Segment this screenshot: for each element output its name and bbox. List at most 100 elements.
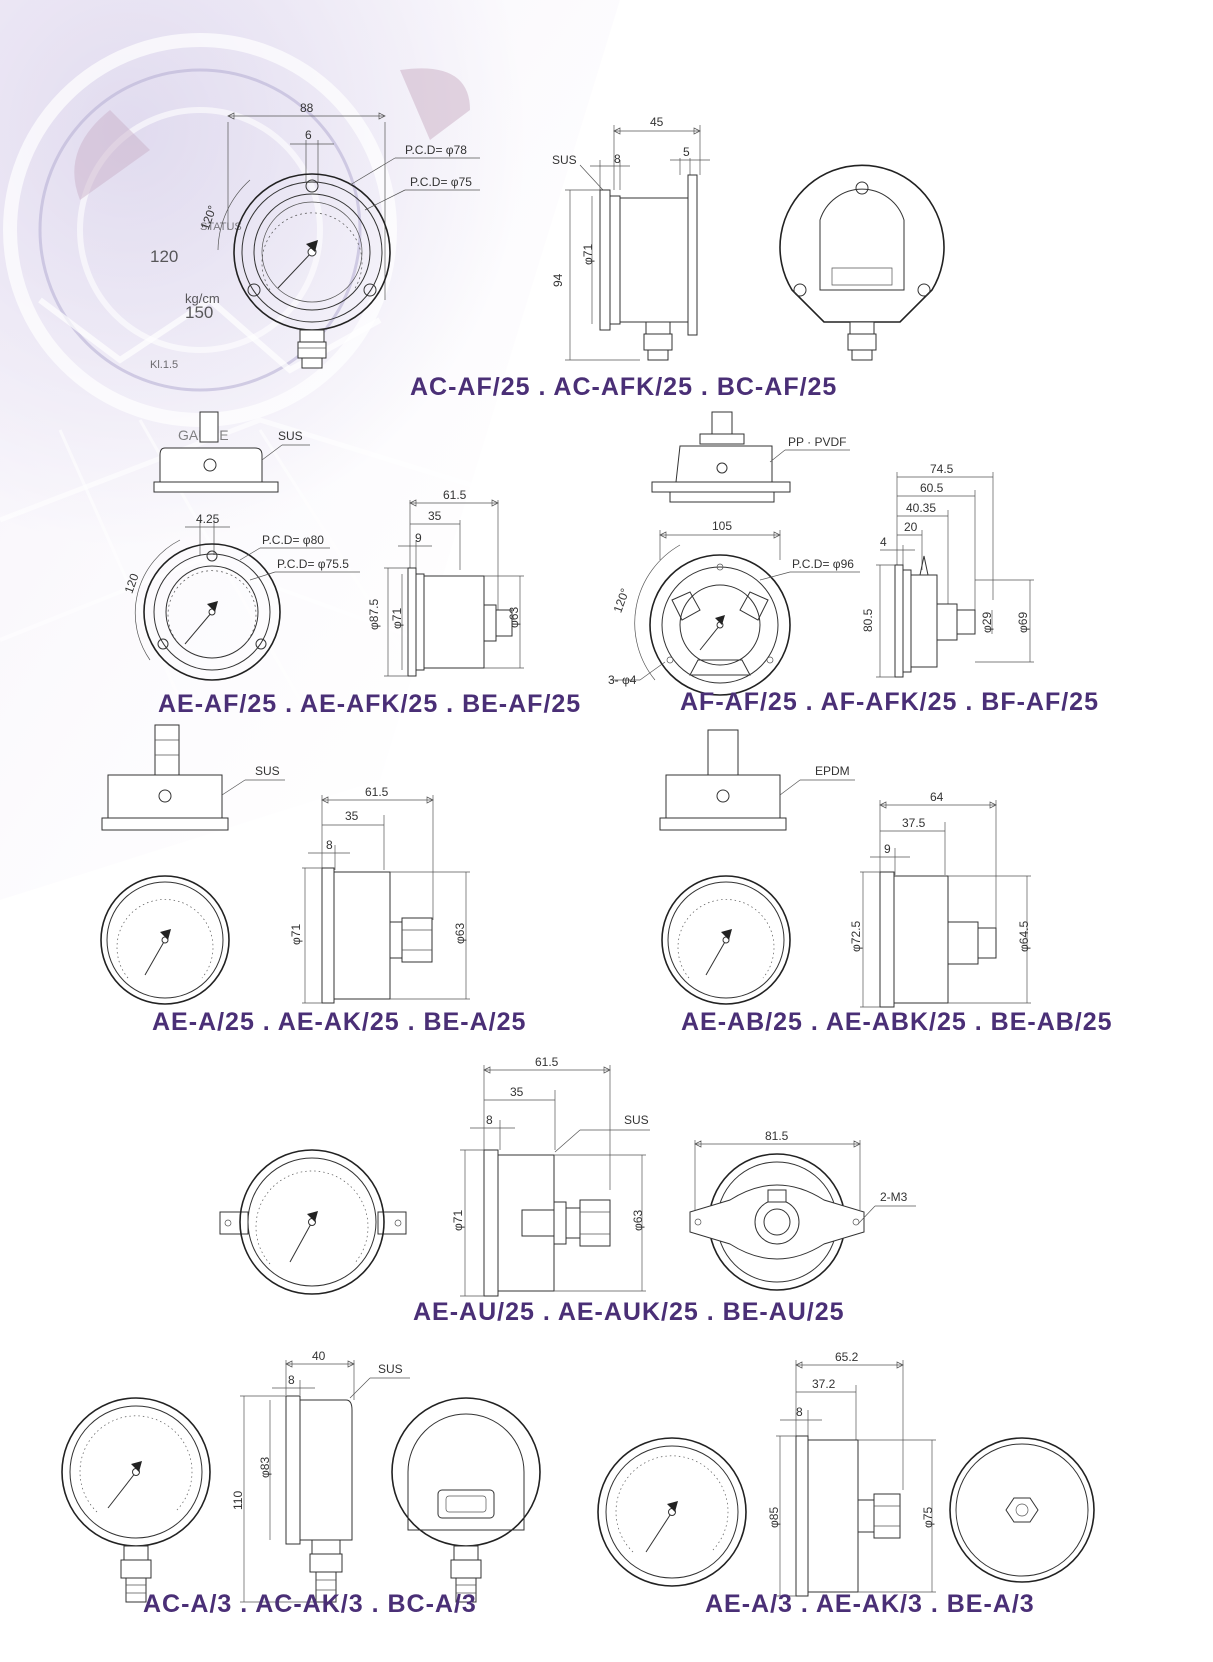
drawing-ae-a25-front xyxy=(100,875,230,1005)
drawing-ae-au25-front xyxy=(219,1149,407,1295)
dim-pcd-75-5: P.C.D= φ75.5 xyxy=(277,557,349,571)
dim-45: 45 xyxy=(650,115,664,129)
dim-105: 105 xyxy=(712,519,732,533)
dim-40-35: 40.35 xyxy=(906,501,936,515)
dim-88: 88 xyxy=(300,101,314,115)
model-caption-ae-af25: AE-AF/25 . AE-AFK/25 . BE-AF/25 xyxy=(158,690,582,718)
dim-phi-83: φ83 xyxy=(258,1457,272,1478)
label-epdm: EPDM xyxy=(815,764,850,778)
dim-81-5: 81.5 xyxy=(765,1129,789,1143)
dim-8: 8 xyxy=(326,838,333,852)
dim-65-2: 65.2 xyxy=(835,1350,859,1364)
drawing-ae-ab25-top: EPDM xyxy=(659,729,855,831)
dim-74-5: 74.5 xyxy=(930,462,954,476)
dim-94: 94 xyxy=(551,273,565,287)
dim-120-degree: 120° xyxy=(611,586,633,614)
dim-pcd-80: P.C.D= φ80 xyxy=(262,533,324,547)
dim-61-5: 61.5 xyxy=(535,1055,559,1069)
dim-4: 4 xyxy=(880,535,887,549)
dim-2-m3: 2-M3 xyxy=(880,1190,908,1204)
drawing-ae-a3-front xyxy=(597,1437,747,1587)
dim-phi-71: φ71 xyxy=(289,924,303,945)
dim-phi-71: φ71 xyxy=(390,608,404,629)
label-sus: SUS xyxy=(552,153,577,167)
dim-35: 35 xyxy=(510,1085,524,1099)
label-sus: SUS xyxy=(378,1362,403,1376)
drawing-af-af25-top: PP · PVDF xyxy=(651,411,850,503)
model-caption-ac-af25: AC-AF/25 . AC-AFK/25 . BC-AF/25 xyxy=(410,373,838,401)
dim-phi-69: φ69 xyxy=(1016,612,1030,633)
background-dial-number: 120 xyxy=(150,247,178,266)
model-caption-ac-a3: AC-A/3 . AC-AK/3 . BC-A/3 xyxy=(143,1590,477,1618)
dim-61-5: 61.5 xyxy=(443,488,467,502)
dim-20: 20 xyxy=(904,520,918,534)
dim-3-holes-phi-4: 3- φ4 xyxy=(608,673,637,687)
background-dial-number: 150 xyxy=(185,303,213,322)
drawing-ae-af25-top: SUS xyxy=(153,411,310,493)
drawing-ae-ab25-side: 64 37.5 9 φ72.5 φ64.5 xyxy=(849,790,1031,1008)
drawing-ac-a3-side: 40 8 SUS 110 φ83 xyxy=(231,1349,410,1603)
dim-phi-71: φ71 xyxy=(581,244,595,265)
dim-35: 35 xyxy=(428,509,442,523)
dim-37-5: 37.5 xyxy=(902,816,926,830)
dim-8: 8 xyxy=(288,1373,295,1387)
dim-64: 64 xyxy=(930,790,944,804)
dim-61-5: 61.5 xyxy=(365,785,389,799)
drawing-af-af25-side: 74.5 60.5 40.35 20 4 80.5 φ29 φ69 xyxy=(861,462,1034,678)
drawing-ac-a3-back xyxy=(391,1397,541,1603)
dim-phi-72-5: φ72.5 xyxy=(849,921,863,952)
dim-phi-63: φ63 xyxy=(631,1210,645,1231)
dim-phi-87-5: φ87.5 xyxy=(367,599,381,630)
label-sus: SUS xyxy=(255,764,280,778)
dim-35: 35 xyxy=(345,809,359,823)
label-pp-pvdf: PP · PVDF xyxy=(788,435,846,449)
dim-phi-64-5: φ64.5 xyxy=(1017,921,1031,952)
dim-phi-63: φ63 xyxy=(507,607,521,628)
dim-4-25: 4.25 xyxy=(196,512,220,526)
drawing-ae-a3-back xyxy=(949,1437,1095,1583)
dim-pcd-96: P.C.D= φ96 xyxy=(792,557,854,571)
dim-5: 5 xyxy=(683,145,690,159)
dim-40: 40 xyxy=(312,1349,326,1363)
drawing-ac-af25-back xyxy=(779,164,945,361)
drawing-ae-af25-front: 4.25 120 P.C.D= φ80 P.C.D= φ75.5 xyxy=(122,512,360,681)
model-caption-ae-a25: AE-A/25 . AE-AK/25 . BE-A/25 xyxy=(152,1008,527,1036)
model-caption-ae-ab25: AE-AB/25 . AE-ABK/25 . BE-AB/25 xyxy=(681,1008,1113,1036)
dim-pcd-78: P.C.D= φ78 xyxy=(405,143,467,157)
dim-phi-71: φ71 xyxy=(451,1210,465,1231)
background-dial-class: Kl.1.5 xyxy=(150,359,178,371)
dim-phi-63: φ63 xyxy=(453,923,467,944)
drawing-ae-au25-side: 61.5 35 8 SUS φ71 φ63 xyxy=(451,1055,650,1297)
dim-110: 110 xyxy=(231,1491,245,1510)
label-sus: SUS xyxy=(624,1113,649,1127)
dim-phi-85: φ85 xyxy=(767,1507,781,1528)
model-caption-ae-au25: AE-AU/25 . AE-AUK/25 . BE-AU/25 xyxy=(413,1298,845,1326)
drawing-ae-a3-side: 65.2 37.2 8 φ85 φ75 xyxy=(767,1350,936,1597)
dim-phi-75: φ75 xyxy=(921,1507,935,1528)
drawing-ac-af25-front: 88 6 120° P.C.D= φ78 P.C.D= φ75 xyxy=(198,101,480,369)
dim-phi-29: φ29 xyxy=(980,612,994,633)
background-dial-unit: kg/cm xyxy=(185,291,220,306)
label-sus: SUS xyxy=(278,429,303,443)
dim-pcd-75: P.C.D= φ75 xyxy=(410,175,472,189)
drawing-af-af25-front: 105 120° P.C.D= φ96 3- φ4 xyxy=(608,519,860,696)
drawing-ac-af25-side: 45 SUS 8 5 94 φ71 xyxy=(551,115,710,361)
dim-9: 9 xyxy=(415,531,422,545)
dim-120-degree: 120° xyxy=(198,203,220,231)
drawing-ae-a25-top: SUS xyxy=(101,724,285,831)
dim-60-5: 60.5 xyxy=(920,481,944,495)
drawing-ae-af25-side: 61.5 35 9 φ87.5 φ71 φ63 xyxy=(367,488,524,677)
dim-6: 6 xyxy=(305,128,312,142)
drawing-ae-a25-side: 61.5 35 8 φ71 φ63 xyxy=(289,785,470,1004)
drawing-ac-a3-front xyxy=(61,1397,211,1603)
dim-8: 8 xyxy=(796,1405,803,1419)
dim-80-5: 80.5 xyxy=(861,608,875,632)
drawing-ae-au25-back: 81.5 2-M3 xyxy=(689,1129,916,1291)
model-caption-af-af25: AF-AF/25 . AF-AFK/25 . BF-AF/25 xyxy=(680,688,1099,716)
dim-8: 8 xyxy=(486,1113,493,1127)
dim-8: 8 xyxy=(614,152,621,166)
dim-37-2: 37.2 xyxy=(812,1377,836,1391)
drawing-ae-ab25-front xyxy=(661,875,791,1005)
dim-120: 120 xyxy=(122,571,142,595)
